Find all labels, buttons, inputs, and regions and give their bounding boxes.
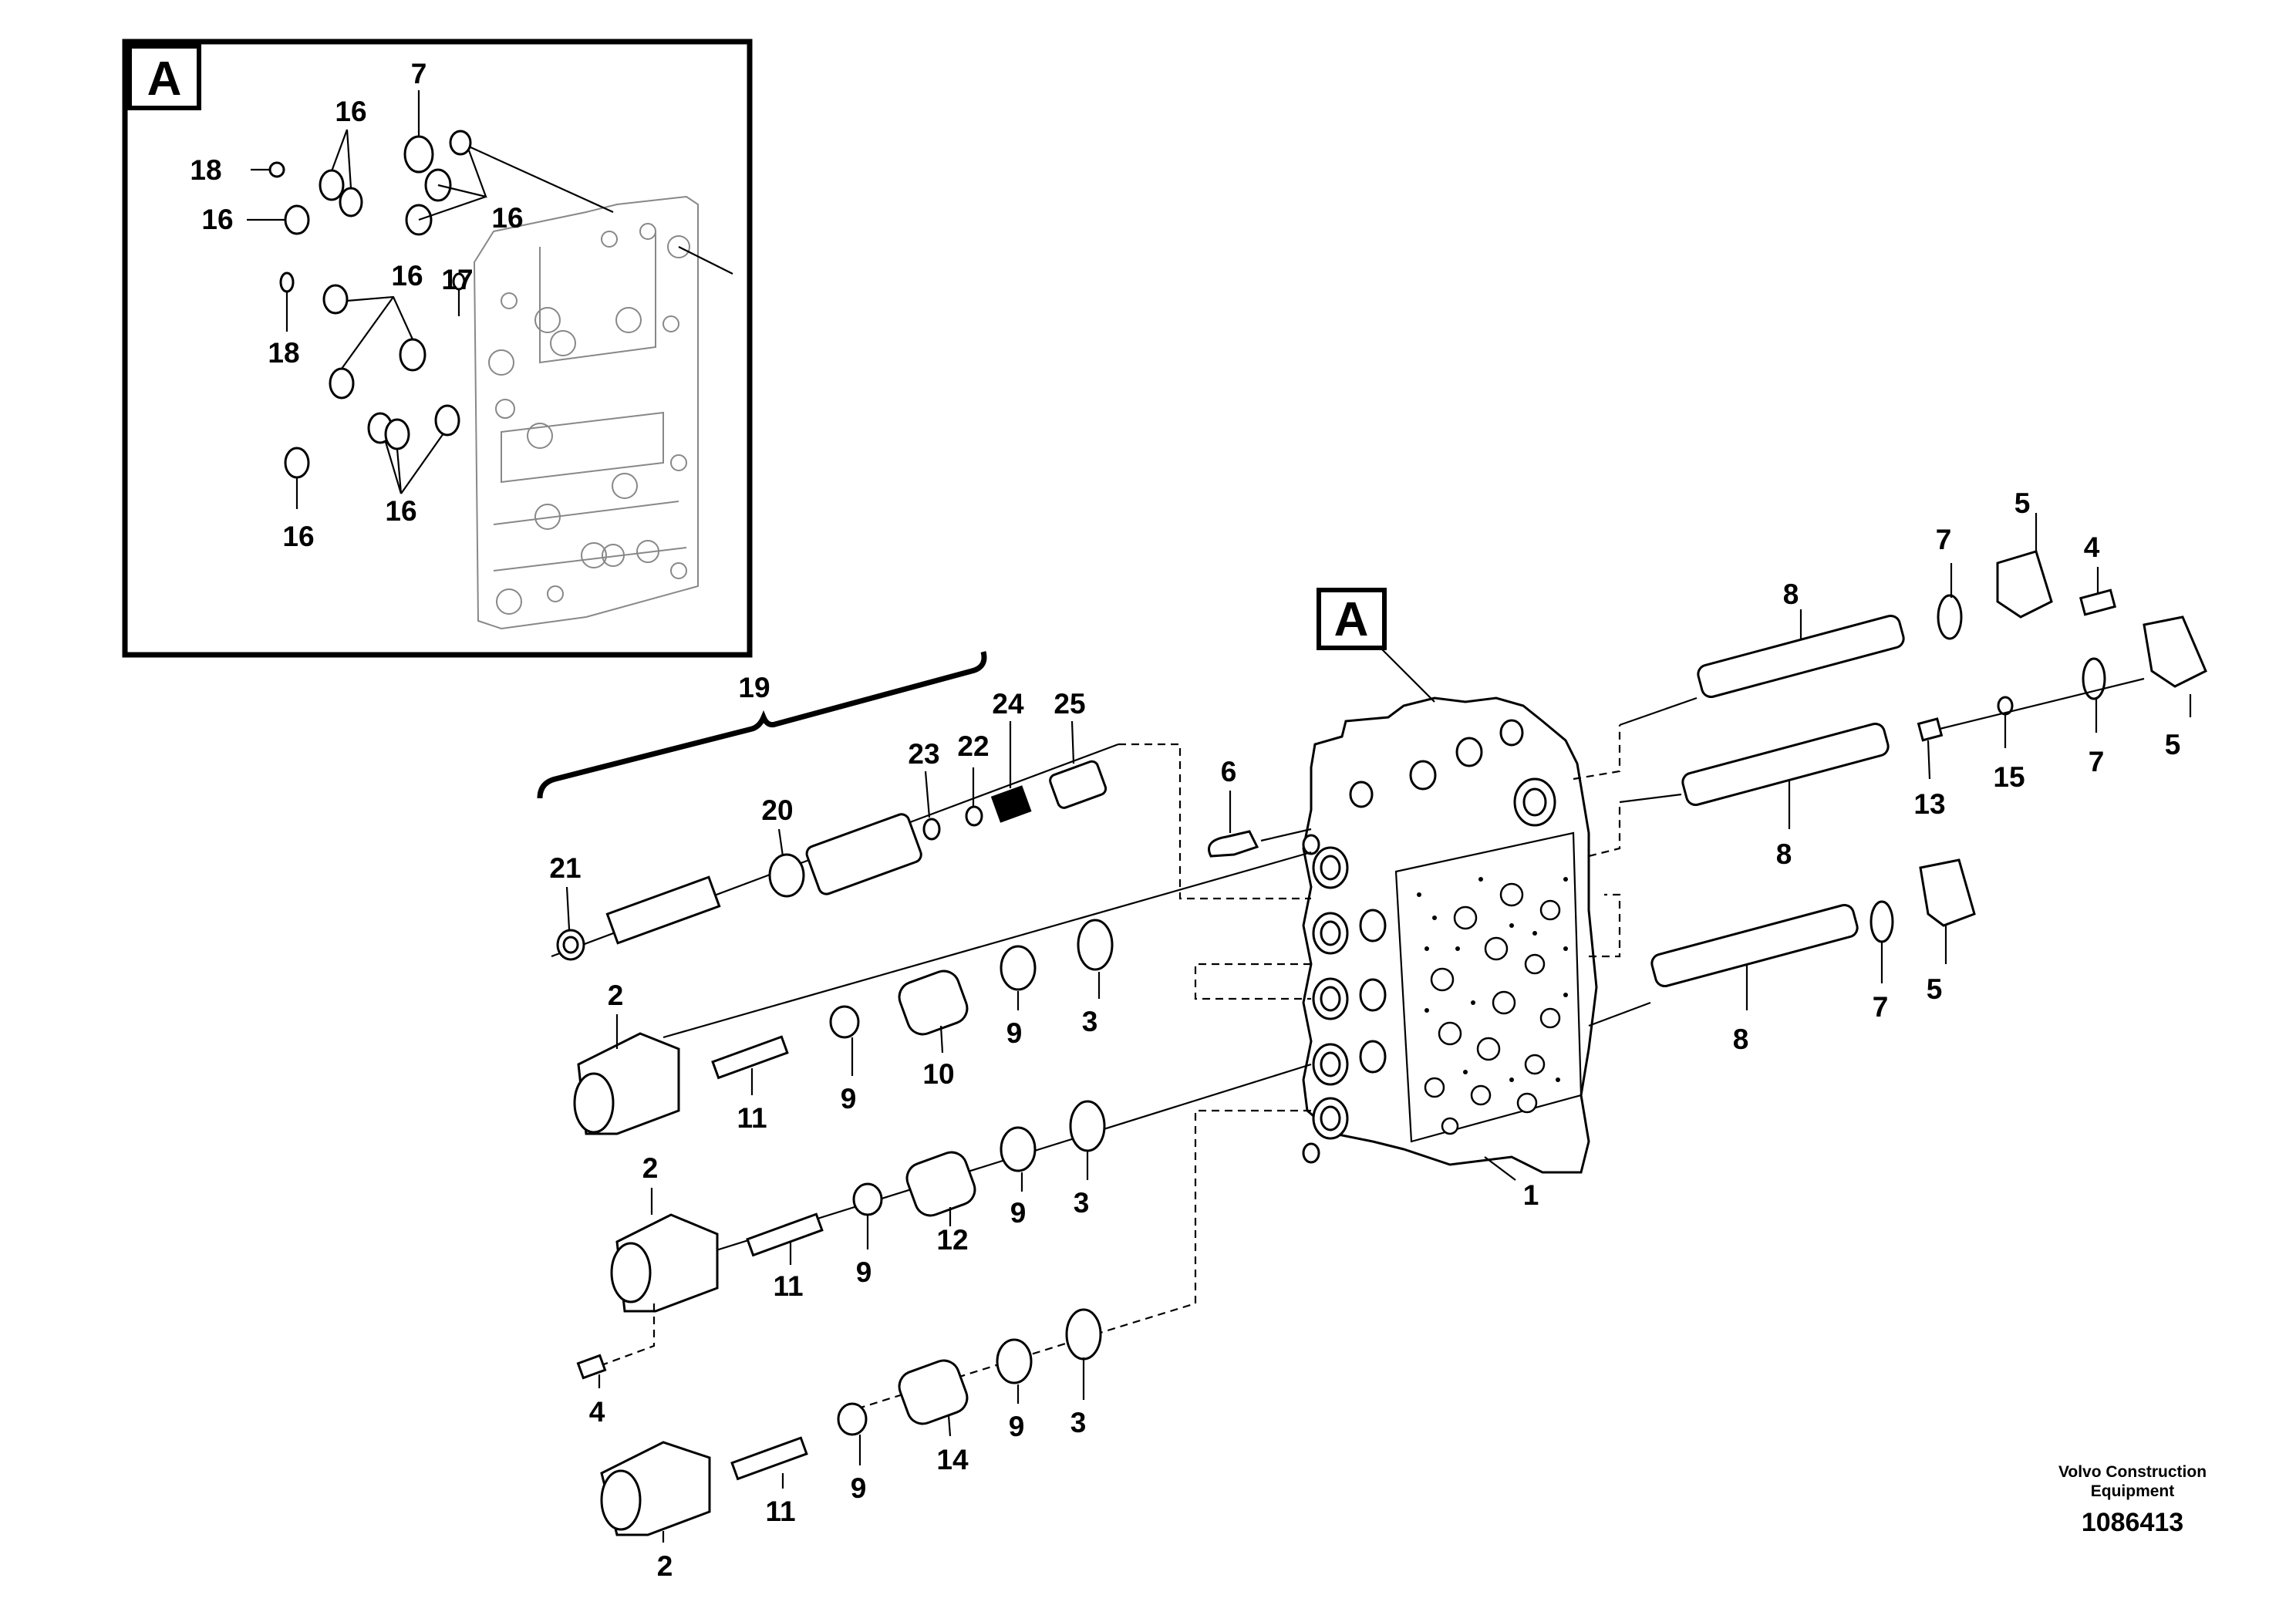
right-spool-upper bbox=[1573, 550, 2117, 781]
callout-8-middle: 8 bbox=[1776, 838, 1792, 870]
callout-3-upper: 3 bbox=[1082, 1006, 1098, 1037]
callout-8-lower: 8 bbox=[1733, 1023, 1749, 1055]
callout-9-lower-b: 9 bbox=[1009, 1411, 1025, 1442]
callout-14: 14 bbox=[936, 1444, 969, 1475]
callout-9-middle-a: 9 bbox=[856, 1256, 872, 1288]
credit-company-line1: Volvo Construction bbox=[2058, 1463, 2207, 1481]
inset-label-16-e: 16 bbox=[385, 495, 416, 527]
callout-20: 20 bbox=[761, 794, 793, 826]
callout-12: 12 bbox=[936, 1224, 968, 1256]
pilot-valve-assembly-19 bbox=[537, 651, 1311, 961]
left-spool-stack-middle bbox=[576, 1063, 1312, 1380]
valve-plate-drawing bbox=[473, 195, 699, 630]
callout-2-upper: 2 bbox=[608, 980, 624, 1011]
inset-tag-label: A bbox=[147, 52, 182, 106]
callout-21: 21 bbox=[549, 852, 581, 884]
callout-4-right: 4 bbox=[2084, 531, 2100, 563]
callout-22: 22 bbox=[957, 730, 989, 762]
callout-25: 25 bbox=[1054, 688, 1085, 720]
part-6-plug bbox=[1208, 828, 1312, 858]
callout-5-right: 5 bbox=[2165, 729, 2181, 760]
left-spool-stack-lower bbox=[600, 1230, 1197, 1536]
callout-11-upper: 11 bbox=[737, 1102, 767, 1134]
inset-label-16-f: 16 bbox=[282, 521, 314, 552]
callout-10: 10 bbox=[922, 1058, 954, 1090]
inset-detail-a: A bbox=[122, 39, 753, 658]
callout-24: 24 bbox=[992, 688, 1024, 720]
document-number: 1086413 bbox=[2082, 1508, 2183, 1537]
callout-2-lower: 2 bbox=[657, 1550, 673, 1582]
right-spool-middle bbox=[1588, 615, 2207, 858]
credit-company-line2: Equipment bbox=[2091, 1482, 2175, 1500]
callout-3-lower: 3 bbox=[1070, 1407, 1087, 1438]
callout-9-middle-b: 9 bbox=[1010, 1197, 1027, 1229]
main-tag-a: A bbox=[1317, 588, 1435, 703]
callout-13: 13 bbox=[1913, 788, 1945, 820]
inset-label-18-b: 18 bbox=[268, 337, 299, 369]
callout-1: 1 bbox=[1523, 1179, 1539, 1211]
callout-7-top: 7 bbox=[1936, 524, 1952, 555]
inset-label-18-a: 18 bbox=[190, 154, 221, 186]
callout-leaders bbox=[565, 513, 2192, 1543]
callout-15: 15 bbox=[1993, 761, 2025, 793]
callout-3-middle: 3 bbox=[1074, 1187, 1090, 1219]
callout-11-lower: 11 bbox=[765, 1496, 795, 1527]
inset-label-16-a: 16 bbox=[335, 96, 366, 127]
o-rings-inset bbox=[247, 90, 733, 509]
inset-label-17: 17 bbox=[441, 264, 473, 295]
callout-19: 19 bbox=[738, 672, 770, 703]
valve-body-1 bbox=[1302, 696, 1598, 1174]
credit-block: Volvo Construction Equipment 1086413 bbox=[2058, 1463, 2207, 1537]
callout-11-middle: 11 bbox=[773, 1270, 803, 1302]
callout-6: 6 bbox=[1221, 756, 1237, 787]
inset-tag-box bbox=[127, 44, 201, 110]
callout-5-top: 5 bbox=[2014, 487, 2031, 519]
inset-label-16-c: 16 bbox=[491, 202, 523, 234]
callout-7-lower: 7 bbox=[1873, 991, 1889, 1023]
callout-5-lower: 5 bbox=[1927, 973, 1943, 1005]
inset-label-7: 7 bbox=[411, 58, 427, 89]
callout-2-middle: 2 bbox=[642, 1152, 659, 1184]
callout-8-top: 8 bbox=[1783, 578, 1799, 610]
svg-text:A: A bbox=[1334, 593, 1369, 646]
callout-9-upper-a: 9 bbox=[841, 1083, 857, 1114]
left-spool-stack-upper bbox=[573, 851, 1312, 1135]
callout-7-right: 7 bbox=[2089, 746, 2105, 777]
callout-4-left: 4 bbox=[589, 1396, 605, 1428]
callout-9-upper-b: 9 bbox=[1006, 1017, 1023, 1049]
inset-label-16-b: 16 bbox=[201, 204, 233, 235]
inset-label-16-d: 16 bbox=[391, 260, 423, 292]
callout-9-lower-a: 9 bbox=[851, 1472, 867, 1504]
callout-23: 23 bbox=[908, 738, 939, 770]
right-spool-lower bbox=[1588, 858, 1976, 1027]
